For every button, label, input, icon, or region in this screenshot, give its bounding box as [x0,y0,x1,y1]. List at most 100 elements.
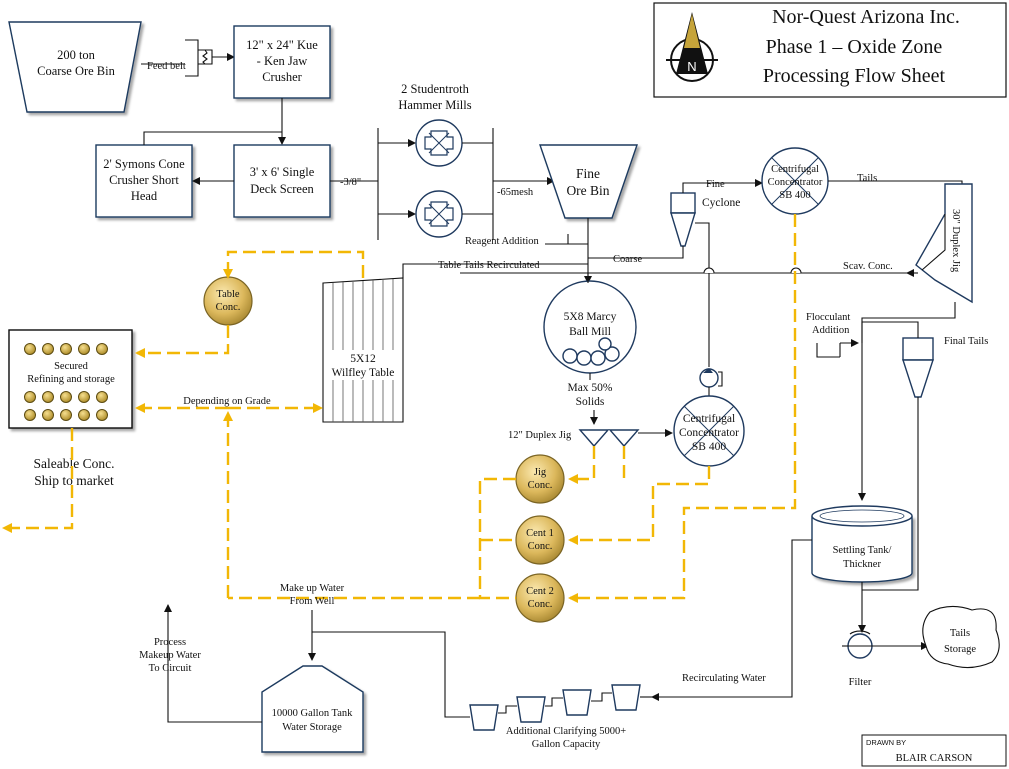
depending-grade-label: Depending on Grade [183,396,271,407]
concs-collector-flow [478,477,516,600]
title-frame [653,2,1007,98]
max-solids-label-1: Max 50% [567,382,612,394]
coarse-bin-label-1: 200 ton [57,48,96,62]
deck-screen: 3' x 6' Single Deck Screen [233,144,331,218]
cyclone-underflow-line [588,246,684,259]
fine-bin-label-2: Ore Bin [566,183,609,198]
table-to-tableconc-flow [223,250,365,279]
settling-label-2: Thickner [843,559,881,570]
table-conc-label-2: Conc. [216,302,241,313]
jaw-label-1: 12" x 24" Kue [246,38,318,52]
feeder-icon [185,39,213,77]
jig-to-jigconc-flow [568,446,596,484]
title-line-3: Processing Flow Sheet [763,65,946,87]
clarifying-label-1: Additional Clarifying 5000+ [506,726,626,737]
tails-line [828,180,966,206]
refining-to-market-flow [2,428,74,533]
gold-dots-top [24,343,108,355]
compass-icon: N [666,12,718,82]
cent2-conc-node: Cent 2 Conc. [515,573,565,623]
duplex-jig-30: 30" Duplex Jig [915,183,973,304]
title-line-2: Phase 1 – Oxide Zone [766,36,943,58]
tails-storage-cloud: Tails Storage [922,605,1000,669]
cent-mid-to-cent1-flow [568,466,711,545]
settling-tank: Settling Tank/ Thickner [811,505,913,583]
max-solids-label-2: Solids [576,396,605,408]
compass-letter: N [687,59,696,74]
fine-ore-bin: Fine Ore Bin [539,144,638,219]
cyclone-upper [670,192,696,247]
cent-top-label-1: Centrifugal [771,164,819,175]
size-65mesh-label: -65mesh [497,187,534,198]
drawn-by-name: BLAIR CARSON [896,753,973,764]
cone-crusher: 2' Symons Cone Crusher Short Head [95,144,193,218]
process-water-arrow [164,604,262,723]
cent-mid-label-2: Concentrator [679,427,739,439]
cone-label-3: Head [131,189,158,203]
mill-merge-bar [462,128,494,240]
title-block: N Nor-Quest Arizona Inc. Phase 1 – Oxide… [653,2,1007,98]
jig-conc-label-2: Conc. [528,480,553,491]
wilfley-table: 5X12 Wilfley Table [322,277,404,423]
filter-icon [847,630,873,659]
cent2-conc-label-1: Cent 2 [526,586,554,597]
jaw-crusher: 12" x 24" Kue - Ken Jaw Crusher [233,25,331,99]
water-storage-tank: 10000 Gallon Tank Water Storage [261,665,364,753]
process-water-label-3: To Circuit [149,663,192,674]
saleable-label-2: Ship to market [34,473,114,488]
cyclone-to-tank-line [862,416,919,591]
cone-return-line [143,131,282,145]
recirculating-water-line [651,539,812,701]
ball-mill: 5X8 Marcy Ball Mill [543,280,637,374]
hammer-mill-1 [415,119,463,167]
jaw-label-3: Crusher [262,70,302,84]
centrifugal-concentrator-top: Centrifugal Concentrator SB 400 [761,147,829,215]
cent-top-label-3: SB 400 [779,190,810,201]
flocculant-line [816,343,858,358]
coarse-ore-bin: 200 ton Coarse Ore Bin [8,21,142,113]
concentrate-flows [2,214,797,603]
table-conc-node: Table Conc. [203,276,253,326]
cyclone-feed-line [695,222,710,367]
process-water-label-1: Process [154,637,186,648]
jig-conc-node: Jig Conc. [515,454,565,504]
duplex-jig-12-label: 12" Duplex Jig [508,430,572,441]
table-tails-line [402,263,588,278]
tails-storage-label-2: Storage [944,644,976,655]
cent-mid-label-3: SB 400 [692,441,726,453]
fine-bin-label-1: Fine [576,166,600,181]
clarifying-label-2: Gallon Capacity [532,739,601,750]
pump-icon [699,368,723,388]
process-water-label-2: Makeup Water [139,650,201,661]
table-tails-label: Table Tails Recirculated [438,260,540,271]
recirculating-label: Recirculating Water [682,673,766,684]
makeup-water-label-2: From Well [290,596,335,607]
flocculant-label-2: Addition [812,325,850,336]
cent1-conc-node: Cent 1 Conc. [515,515,565,565]
duplex-jig-30-label: 30" Duplex Jig [950,209,961,273]
table-conc-label-1: Table [216,289,240,300]
tableconc-to-refining-flow [135,325,230,358]
cent2-conc-label-2: Conc. [528,599,553,610]
filter-label: Filter [849,677,872,688]
saleable-label-1: Saleable Conc. [34,456,115,471]
tails-label: Tails [857,173,877,184]
crossover-arc-2 [790,267,802,274]
cone-label-1: 2' Symons Cone [103,157,185,171]
refining-label-2: Refining and storage [27,374,115,385]
cent1-conc-label-1: Cent 1 [526,528,554,539]
tails-storage-label-1: Tails [950,628,970,639]
drawn-by-block: DRAWN BY BLAIR CARSON [861,734,1007,767]
scav-conc-label: Scav. Conc. [843,261,893,272]
duplex-jig-12 [578,429,640,448]
makeup-water-label-1: Make up Water [280,583,345,594]
reagent-line [545,234,588,245]
screen-label-1: 3' x 6' Single [250,165,315,179]
crossover-arc-1 [703,267,715,274]
screen-label-2: Deck Screen [250,182,314,196]
cent-mid-label-1: Centrifugal [683,413,735,425]
to-lower-cyclone [861,321,919,343]
drawn-by-label: DRAWN BY [866,738,906,747]
cyclone-label: Cyclone [702,197,740,209]
